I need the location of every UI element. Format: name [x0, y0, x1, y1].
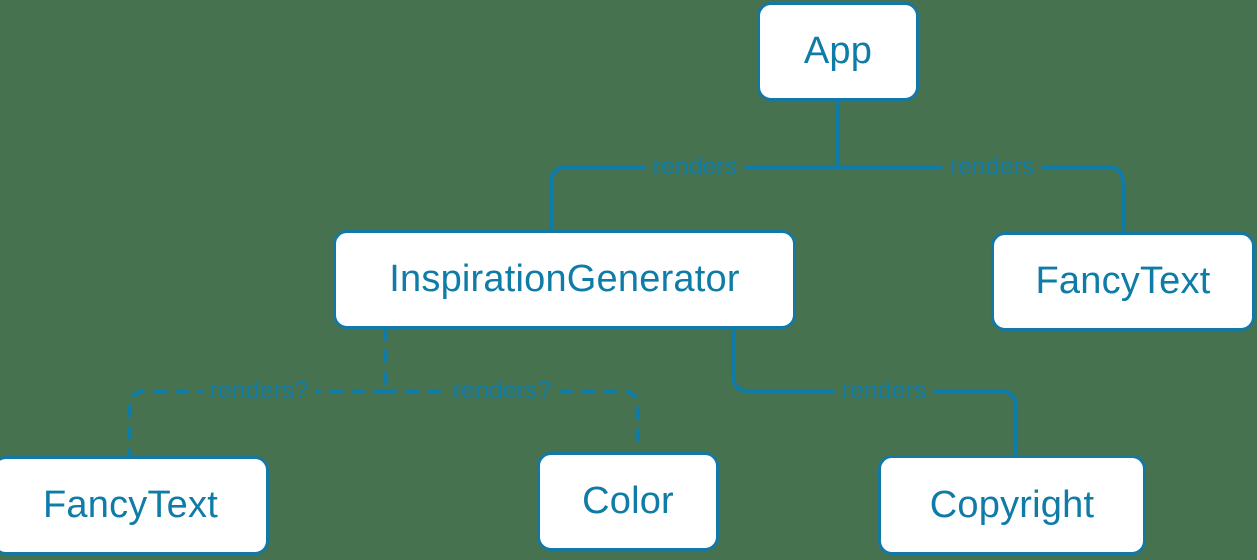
edge-app-to-inspirationgenerator [549, 165, 840, 232]
edge-label-inspirationgenerator-to-color: renders? [445, 378, 559, 404]
edge-label-app-to-inspirationgenerator: renders [645, 154, 745, 180]
node-app[interactable]: App [757, 2, 919, 101]
edge-inspirationgenerator-to-fancytext-bottom [128, 389, 387, 458]
node-fancy-text-bottom[interactable]: FancyText [0, 456, 269, 555]
edge-label-inspirationgenerator-to-fancytext: renders? [202, 378, 316, 404]
node-fancy-text-right[interactable]: FancyText [991, 232, 1255, 331]
edge-label-app-to-fancytext: renders [942, 154, 1042, 180]
edge-inspirationgenerator-to-color [383, 389, 640, 454]
node-color[interactable]: Color [537, 452, 719, 551]
node-inspiration-generator[interactable]: InspirationGenerator [333, 230, 796, 329]
node-copyright[interactable]: Copyright [878, 455, 1146, 555]
edge-app-to-fancytext [836, 165, 1125, 234]
edge-label-inspirationgenerator-to-copyright: renders [834, 378, 934, 404]
